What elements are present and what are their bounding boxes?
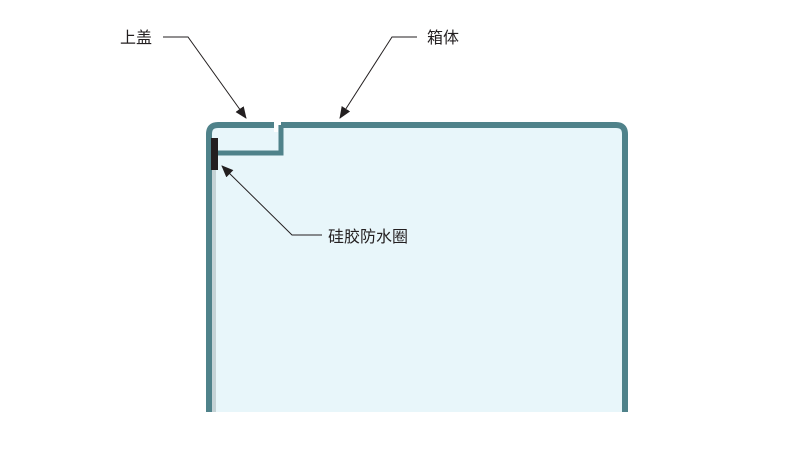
box-body-wall bbox=[206, 122, 628, 412]
lid-profile bbox=[213, 125, 284, 156]
leader-line-silicone-seal bbox=[221, 165, 322, 236]
label-box-body: 箱体 bbox=[427, 28, 459, 47]
lid-gap bbox=[274, 118, 278, 132]
inner-wall-shadow bbox=[212, 150, 216, 412]
box-interior bbox=[209, 125, 625, 412]
leader-line-lid bbox=[163, 36, 247, 119]
silicone-seal bbox=[211, 138, 218, 170]
label-lid: 上盖 bbox=[120, 28, 152, 47]
leader-line-box-body bbox=[339, 36, 417, 119]
label-silicone-seal: 硅胶防水圈 bbox=[328, 227, 408, 246]
